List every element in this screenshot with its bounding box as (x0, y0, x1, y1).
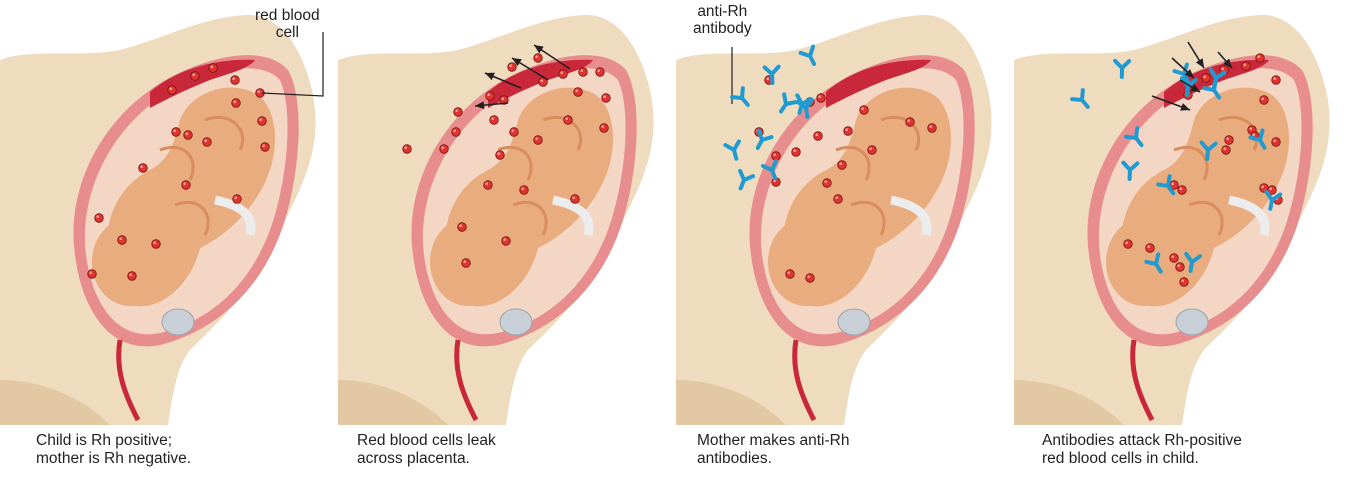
red-blood-cell (233, 195, 242, 204)
red-blood-cell (1222, 146, 1231, 155)
bladder (162, 309, 194, 335)
red-blood-cell (1242, 62, 1251, 71)
red-blood-cell (1202, 74, 1211, 83)
red-blood-cell (520, 186, 529, 195)
panel-2: Red blood cells leak across placenta. (338, 0, 676, 479)
red-blood-cell (571, 195, 580, 204)
red-blood-cell (596, 68, 605, 77)
red-blood-cell (1170, 254, 1179, 263)
red-blood-cell (496, 151, 505, 160)
red-blood-cell (231, 76, 240, 85)
pregnancy-cross-section (338, 15, 654, 425)
red-blood-cell (814, 132, 823, 141)
red-blood-cell (1178, 186, 1187, 195)
panel-4: Antibodies attack Rh-positive red blood … (1014, 0, 1352, 479)
panel-3-caption: Mother makes anti-Rh antibodies. (697, 432, 849, 468)
red-blood-cell (860, 106, 869, 115)
fetus-head (92, 218, 168, 306)
red-blood-cell (838, 161, 847, 170)
red-blood-cell (834, 195, 843, 204)
red-blood-cell (806, 274, 815, 283)
red-blood-cell (559, 70, 568, 79)
red-blood-cell (203, 138, 212, 147)
red-blood-cell (1176, 263, 1185, 272)
red-blood-cell (792, 148, 801, 157)
panel-1: Child is Rh positive; mother is Rh negat… (0, 0, 338, 479)
red-blood-cell (88, 270, 97, 279)
red-blood-cell (928, 124, 937, 133)
red-blood-cell-label: red blood cell (255, 7, 320, 41)
red-blood-cell (1146, 244, 1155, 253)
red-blood-cell (502, 237, 511, 246)
panel-2-illustration (338, 0, 676, 425)
red-blood-cell (118, 236, 127, 245)
red-blood-cell (128, 272, 137, 281)
red-blood-cell (261, 143, 270, 152)
red-blood-cell (452, 128, 461, 137)
red-blood-cell (454, 108, 463, 117)
red-blood-cell (600, 124, 609, 133)
red-blood-cell (534, 136, 543, 145)
red-blood-cell (579, 68, 588, 77)
red-blood-cell (95, 214, 104, 223)
fetus-head (1106, 218, 1182, 306)
red-blood-cell (139, 164, 148, 173)
red-blood-cell (1256, 54, 1265, 63)
red-blood-cell (1272, 138, 1281, 147)
bladder (1176, 309, 1208, 335)
red-blood-cell (232, 99, 241, 108)
red-blood-cell (191, 72, 200, 81)
panel-2-caption: Red blood cells leak across placenta. (357, 432, 496, 468)
red-blood-cell (172, 128, 181, 137)
red-blood-cell (403, 145, 412, 154)
red-blood-cell (564, 116, 573, 125)
panel-3: Mother makes anti-Rh antibodies. anti-Rh… (676, 0, 1014, 479)
red-blood-cell (462, 259, 471, 268)
red-blood-cell (510, 128, 519, 137)
red-blood-cell (1180, 278, 1189, 287)
red-blood-cell (440, 145, 449, 154)
red-blood-cell (484, 181, 493, 190)
red-blood-cell (168, 86, 177, 95)
pregnancy-cross-section (1014, 15, 1330, 425)
red-blood-cell (184, 131, 193, 140)
red-blood-cell (1260, 96, 1269, 105)
fetus-head (768, 218, 844, 306)
red-blood-cell (209, 64, 218, 73)
red-blood-cell (1225, 136, 1234, 145)
red-blood-cell (490, 116, 499, 125)
red-blood-cell (868, 146, 877, 155)
red-blood-cell (1272, 76, 1281, 85)
red-blood-cell (844, 127, 853, 136)
red-blood-cell (574, 88, 583, 97)
red-blood-cell (258, 117, 267, 126)
panel-4-caption: Antibodies attack Rh-positive red blood … (1042, 432, 1242, 468)
red-blood-cell (486, 92, 495, 101)
red-blood-cell (823, 179, 832, 188)
red-blood-cell (458, 223, 467, 232)
anti-rh-antibody-label: anti-Rh antibody (693, 3, 752, 37)
red-blood-cell (534, 54, 543, 63)
panel-1-illustration (0, 0, 338, 425)
red-blood-cell (182, 181, 191, 190)
red-blood-cell (786, 270, 795, 279)
red-blood-cell (817, 94, 826, 103)
panel-1-caption: Child is Rh positive; mother is Rh negat… (36, 432, 191, 468)
bladder (838, 309, 870, 335)
red-blood-cell (602, 94, 611, 103)
pregnancy-cross-section (676, 15, 992, 425)
red-blood-cell (152, 240, 161, 249)
panel-3-illustration (676, 0, 1014, 425)
red-blood-cell (1124, 240, 1133, 249)
red-blood-cell (906, 118, 915, 127)
pregnancy-cross-section (0, 15, 316, 425)
panel-4-illustration (1014, 0, 1352, 425)
red-blood-cell (508, 63, 517, 72)
bladder (500, 309, 532, 335)
